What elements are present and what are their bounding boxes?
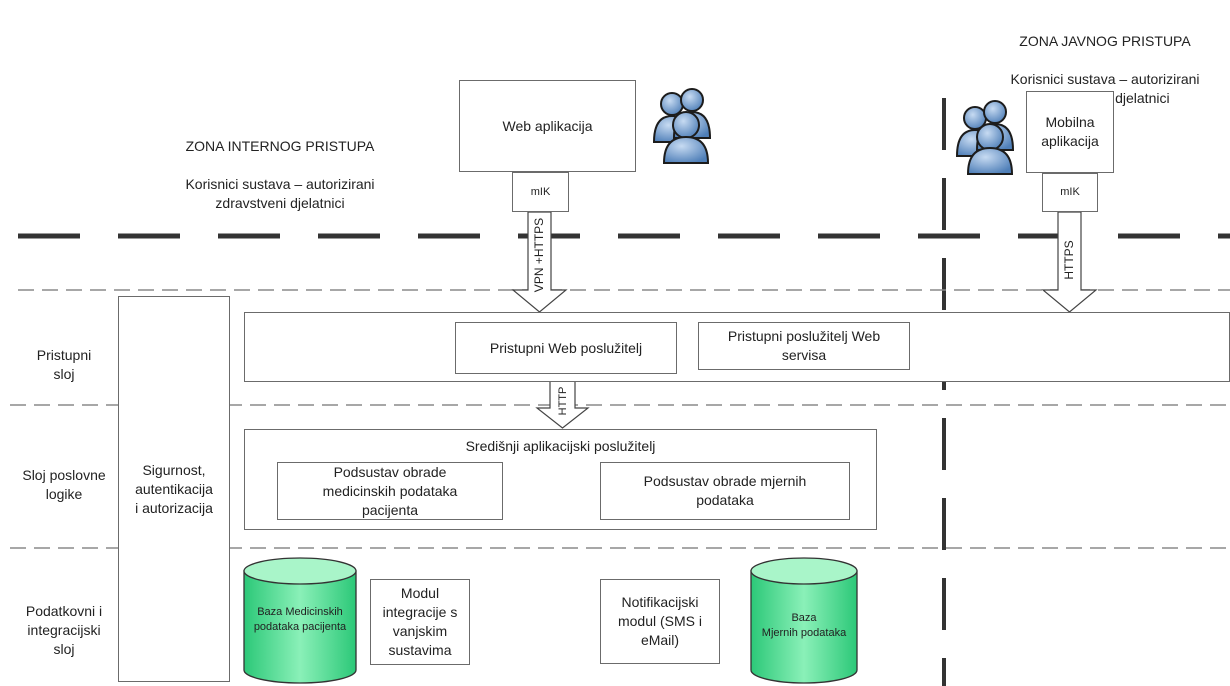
web-app-box: Web aplikacija: [459, 80, 636, 172]
mobile-app-label: Mobilna aplikacija: [1041, 114, 1099, 149]
notification-module-label: Notifikacijski modul (SMS i eMail): [617, 594, 703, 648]
web-mik-box: mIK: [512, 172, 569, 212]
vpn-https-arrow: [511, 211, 568, 313]
mobile-app-box: Mobilna aplikacija: [1026, 91, 1114, 173]
https-label: HTTPS: [1062, 240, 1076, 280]
internal-zone-label: ZONA INTERNOG PRISTUPA Korisnici sustava…: [150, 118, 410, 232]
http-arrow: [535, 380, 590, 429]
medical-db-text: Baza Medicinskih podataka pacijenta: [253, 606, 347, 633]
web-app-label: Web aplikacija: [502, 117, 593, 134]
medical-subsystem-label: Podsustav obrade medicinskih podataka pa…: [322, 463, 458, 518]
vpn-https-label: VPN +HTTPS: [532, 217, 546, 293]
medical-db-cylinder: [243, 557, 357, 684]
web-mik-label: mIK: [530, 185, 551, 198]
measurement-subsystem-box: Podsustav obrade mjernih podataka: [600, 462, 850, 520]
notification-module-box: Notifikacijski modul (SMS i eMail): [600, 579, 720, 664]
business-layer-label: Sloj poslovne logike: [8, 460, 120, 510]
security-box: Sigurnost, autentikacija i autorizacija: [118, 296, 230, 682]
https-arrow: [1041, 211, 1098, 313]
integration-module-label: Modul integracije s vanjskim sustavima: [382, 585, 458, 658]
security-label: Sigurnost, autentikacija i autorizacija: [135, 461, 213, 516]
internal-zone-title: ZONA INTERNOG PRISTUPA: [185, 138, 375, 154]
business-layer-text: Sloj poslovne logike: [22, 467, 106, 502]
measurement-subsystem-label: Podsustav obrade mjernih podataka: [643, 473, 807, 508]
measurement-db-cylinder: [750, 557, 858, 684]
medical-db-label: Baza Medicinskih podataka pacijenta: [244, 590, 356, 650]
mobile-mik-box: mIK: [1042, 173, 1098, 212]
medical-subsystem-box: Podsustav obrade medicinskih podataka pa…: [277, 462, 503, 520]
http-label: HTTP: [557, 386, 569, 416]
measurement-db-label: Baza Mjernih podataka: [751, 596, 857, 656]
users-icon-internal: [652, 88, 712, 164]
internal-zone-subtitle: Korisnici sustava – autorizirani zdravst…: [185, 176, 375, 211]
app-server-label: Središnji aplikacijski poslužitelj: [465, 438, 656, 454]
measurement-db-text: Baza Mjernih podataka: [761, 612, 847, 639]
data-layer-label: Podatkovni i integracijski sloj: [14, 595, 114, 665]
data-layer-text: Podatkovni i integracijski sloj: [25, 602, 103, 657]
access-layer-text: Pristupni sloj: [36, 347, 92, 382]
access-ws-server-label: Pristupni poslužitelj Web servisa: [727, 328, 881, 363]
public-zone-title: ZONA JAVNOG PRISTUPA: [1019, 33, 1191, 49]
access-ws-server-box: Pristupni poslužitelj Web servisa: [698, 322, 910, 370]
mobile-mik-label: mIK: [1060, 186, 1080, 198]
public-zone-label: ZONA JAVNOG PRISTUPA Korisnici sustava –…: [975, 13, 1230, 127]
access-web-server-box: Pristupni Web poslužitelj: [455, 322, 677, 374]
access-layer-label: Pristupni sloj: [14, 340, 114, 390]
access-web-server-label: Pristupni Web poslužitelj: [489, 339, 643, 356]
users-icon-public: [955, 100, 1015, 175]
integration-module-box: Modul integracije s vanjskim sustavima: [370, 579, 470, 665]
